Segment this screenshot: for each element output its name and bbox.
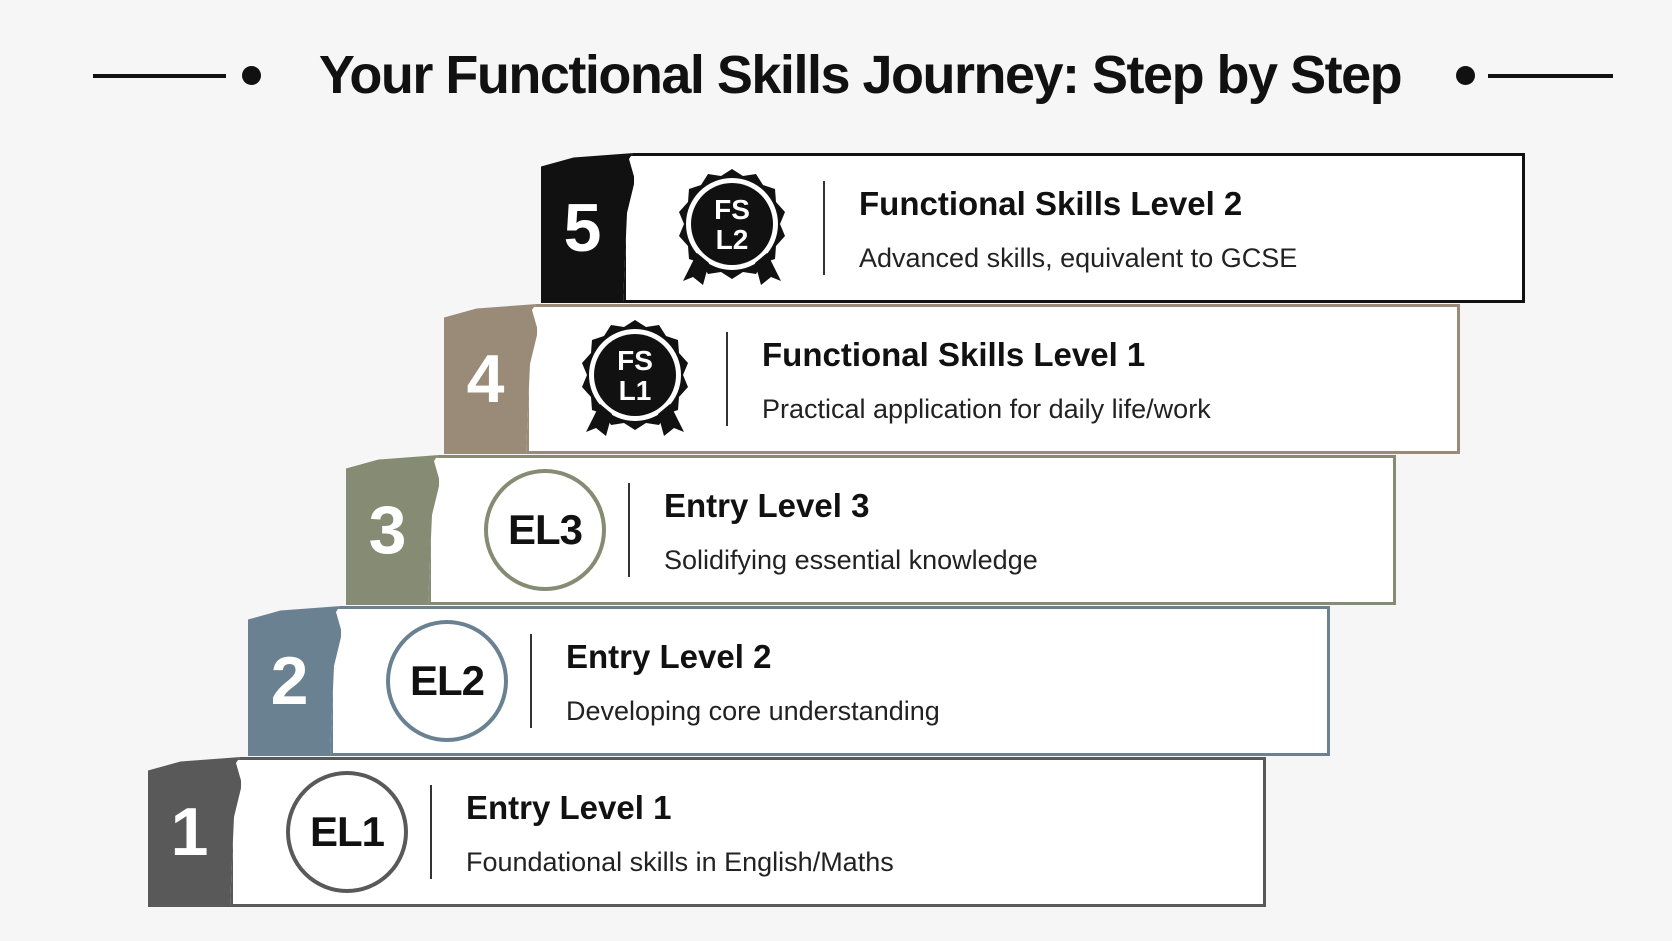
functional-skills-seal-icon: FS L1 — [582, 320, 688, 436]
step-4: 4 FS L1 Functional Skills Level 1 Practi… — [444, 304, 1460, 454]
divider — [530, 634, 532, 728]
level-description: Solidifying essential knowledge — [664, 545, 1038, 575]
functional-skills-seal-icon: FS L2 — [679, 169, 785, 285]
step-5: 5 FS L2 Functional Skills Level 2 Advanc… — [541, 153, 1525, 303]
step-3: 3 EL3 Entry Level 3 Solidifying essentia… — [346, 455, 1396, 605]
level-title: Functional Skills Level 1 — [762, 336, 1146, 373]
title-rule-right — [1488, 74, 1613, 78]
step-content: EL1 Entry Level 1 Foundational skills in… — [230, 757, 1266, 907]
step-content: EL2 Entry Level 2 Developing core unders… — [330, 606, 1330, 756]
step-number: 1 — [170, 794, 209, 870]
step-number: 3 — [368, 492, 407, 568]
step-number: 4 — [466, 341, 505, 417]
step-number: 2 — [270, 643, 309, 719]
title-bullet-right — [1456, 66, 1475, 85]
step-number-tab: 3 — [346, 455, 439, 605]
step-content: EL3 Entry Level 3 Solidifying essential … — [428, 455, 1396, 605]
level-title: Entry Level 3 — [664, 487, 870, 524]
step-content: FS L1 Functional Skills Level 1 Practica… — [526, 304, 1460, 454]
level-title: Entry Level 1 — [466, 789, 672, 826]
level-description: Developing core understanding — [566, 696, 940, 726]
step-1: 1 EL1 Entry Level 1 Foundational skills … — [148, 757, 1266, 907]
step-number-tab: 1 — [148, 757, 241, 907]
level-description: Foundational skills in English/Maths — [466, 847, 894, 877]
step-number-tab: 2 — [248, 606, 341, 756]
divider — [628, 483, 630, 577]
step-number: 5 — [563, 190, 602, 266]
seal-text-line1: FS — [714, 194, 750, 225]
entry-level-badge-icon: EL2 — [386, 620, 508, 742]
step-2: 2 EL2 Entry Level 2 Developing core unde… — [248, 606, 1330, 756]
step-content: FS L2 Functional Skills Level 2 Advanced… — [623, 153, 1525, 303]
divider — [823, 181, 825, 275]
badge-text: EL3 — [507, 506, 583, 553]
seal-text-line1: FS — [617, 345, 653, 376]
title-rule-left — [93, 74, 226, 78]
step-number-tab: 5 — [541, 153, 634, 303]
entry-level-badge-icon: EL3 — [484, 469, 606, 591]
level-title: Functional Skills Level 2 — [859, 185, 1243, 222]
level-description: Practical application for daily life/wor… — [762, 394, 1211, 424]
page-header: Your Functional Skills Journey: Step by … — [0, 30, 1672, 120]
seal-text-line2: L1 — [619, 375, 652, 406]
title-bullet-left — [242, 66, 261, 85]
entry-level-badge-icon: EL1 — [286, 771, 408, 893]
step-number-tab: 4 — [444, 304, 537, 454]
badge-text: EL2 — [409, 657, 485, 704]
badge-text: EL1 — [309, 808, 385, 855]
level-title: Entry Level 2 — [566, 638, 772, 675]
divider — [430, 785, 432, 879]
seal-text-line2: L2 — [716, 224, 749, 255]
page-title: Your Functional Skills Journey: Step by … — [318, 45, 1403, 105]
divider — [726, 332, 728, 426]
level-description: Advanced skills, equivalent to GCSE — [859, 243, 1298, 273]
